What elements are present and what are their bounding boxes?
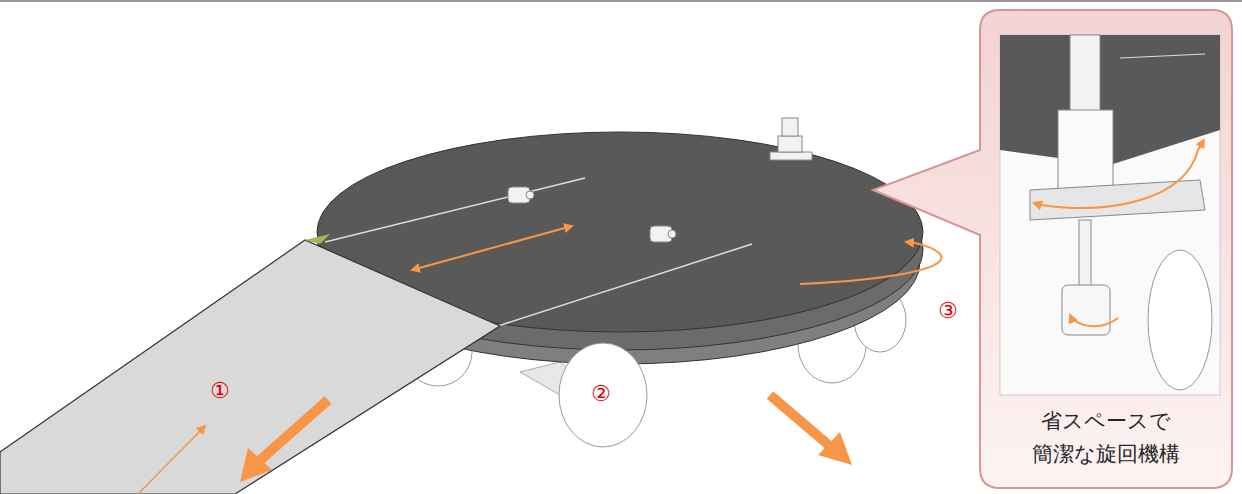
callout-number: ③ [938, 300, 958, 322]
callout-number: ② [591, 383, 611, 405]
callout-text: 省スペースで 簡潔な旋回機構 [990, 405, 1222, 470]
callout-number: ① [210, 380, 230, 402]
callout-bubble: 省スペースで 簡潔な旋回機構 [980, 10, 1232, 488]
